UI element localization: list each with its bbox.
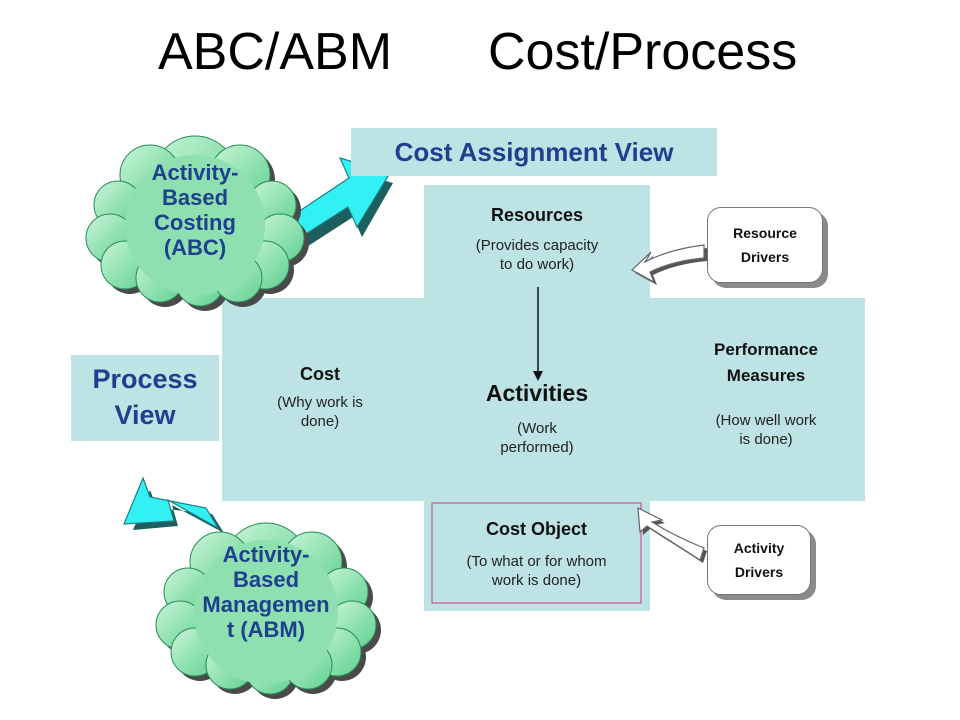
- cost-object-box: [424, 499, 650, 611]
- resources-sub-1: (Provides capacity: [475, 237, 599, 254]
- title-abc-abm: ABC/ABM: [158, 23, 393, 81]
- cost-sub-1: (Why work is: [277, 394, 363, 411]
- abc-cloud: [85, 135, 309, 311]
- title-cost-process: Cost/Process: [488, 23, 798, 81]
- abm-line-4: t (ABM): [226, 617, 306, 642]
- abm-line-1: Activity-: [222, 542, 310, 567]
- abc-line-1: Activity-: [151, 160, 239, 185]
- process-view-label: Process View: [71, 355, 219, 441]
- abm-cloud: [155, 522, 381, 699]
- process-view-line1: Process: [92, 364, 198, 394]
- process-band: [222, 298, 865, 501]
- activity-driver-arrow: [637, 506, 707, 563]
- cost-object-title: Cost Object: [485, 519, 587, 539]
- performance-title-2: Measures: [726, 366, 806, 385]
- cost-object-sub-1: (To what or for whom: [466, 553, 607, 570]
- performance-title-1: Performance: [714, 340, 818, 359]
- performance-sub-1: (How well work: [715, 412, 817, 429]
- cost-object-border: [431, 502, 642, 604]
- resources-node: Resources (Provides capacity to do work): [424, 205, 650, 274]
- abm-arrow: [123, 476, 220, 530]
- abc-line-4: (ABC): [163, 235, 227, 260]
- performance-node: Performance Measures (How well work is d…: [680, 337, 852, 449]
- resources-box: [424, 185, 650, 300]
- resources-to-activities-arrowhead: [533, 371, 543, 381]
- resources-title: Resources: [490, 205, 584, 225]
- activities-node: Activities (Work performed): [424, 380, 650, 457]
- activity-drivers-line1: Activity: [733, 540, 785, 556]
- abm-line-3: Managemen: [202, 592, 330, 617]
- process-view-line2: View: [114, 400, 176, 430]
- cost-title: Cost: [300, 364, 340, 384]
- activity-drivers-box: Activity Drivers: [707, 525, 811, 595]
- activities-sub-2: performed): [500, 439, 574, 456]
- resources-sub-2: to do work): [499, 256, 575, 273]
- activities-sub-1: (Work: [517, 420, 557, 437]
- cost-object-sub-2: work is done): [491, 572, 582, 589]
- activities-title: Activities: [485, 380, 589, 406]
- resource-drivers-line2: Drivers: [740, 249, 790, 265]
- abm-line-2: Based: [232, 567, 300, 592]
- cost-sub-2: done): [300, 413, 340, 430]
- resource-driver-arrow: [630, 244, 707, 285]
- performance-sub-2: is done): [739, 431, 793, 448]
- abc-cloud-text: Activity- Based Costing (ABC): [125, 160, 265, 260]
- activity-drivers-line2: Drivers: [734, 564, 784, 580]
- resource-drivers-line1: Resource: [733, 225, 797, 241]
- cost-assignment-view-text: Cost Assignment View: [394, 137, 674, 167]
- abc-line-3: Costing: [154, 210, 236, 235]
- abm-cloud-text: Activity- Based Managemen t (ABM): [186, 542, 346, 642]
- abc-line-2: Based: [161, 185, 229, 210]
- cost-node: Cost (Why work is done): [245, 364, 395, 431]
- resource-drivers-box: Resource Drivers: [707, 207, 823, 283]
- cost-assignment-view-label: Cost Assignment View: [351, 128, 717, 176]
- cost-object-node: Cost Object (To what or for whom work is…: [432, 519, 641, 590]
